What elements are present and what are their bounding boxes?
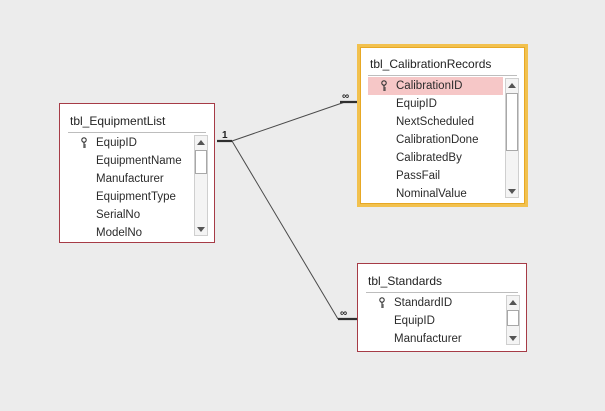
field-equipment-type[interactable]: EquipmentType: [68, 188, 192, 206]
field-equip-id[interactable]: EquipID: [366, 312, 504, 330]
field-pass-fail[interactable]: PassFail: [368, 167, 503, 185]
field-label: Manufacturer: [96, 173, 164, 185]
scroll-up-button[interactable]: [195, 136, 207, 148]
table-standards[interactable]: tbl_Standards StandardID EquipID Manufac…: [357, 263, 527, 352]
table-title-divider: [68, 132, 206, 133]
field-label: CalibrationDone: [396, 134, 479, 146]
field-label: EquipID: [96, 137, 137, 149]
scroll-thumb[interactable]: [506, 93, 518, 151]
field-nominal-value[interactable]: NominalValue: [368, 185, 503, 202]
field-label: StandardID: [394, 297, 453, 309]
key-icon: [381, 80, 387, 91]
field-calibrated-by[interactable]: CalibratedBy: [368, 149, 503, 167]
field-serial-no[interactable]: SerialNo: [68, 206, 192, 224]
scroll-down-button[interactable]: [506, 185, 518, 197]
table-title-divider: [368, 75, 517, 76]
field-list-equipment-list[interactable]: EquipID EquipmentName Manufacturer Equip…: [68, 134, 192, 240]
triangle-up-icon: [197, 139, 205, 145]
field-label: SerialNo: [96, 209, 141, 221]
triangle-down-icon: [508, 188, 516, 194]
field-standard-id[interactable]: StandardID: [366, 294, 504, 312]
scroll-thumb[interactable]: [507, 310, 519, 326]
field-label: EquipmentType: [96, 191, 176, 203]
field-equip-id[interactable]: EquipID: [368, 95, 503, 113]
table-title-divider: [366, 292, 518, 293]
relationship-label-many-calibration: ∞: [342, 91, 349, 102]
table-calibration-records[interactable]: tbl_CalibrationRecords CalibrationID Equ…: [357, 44, 528, 207]
relationship-label-many-standards: ∞: [340, 308, 347, 319]
field-label: CalibrationID: [396, 80, 463, 92]
table-title-standards: tbl_Standards: [368, 274, 443, 288]
field-manufacturer[interactable]: Manufacturer: [68, 170, 192, 188]
field-label: PassFail: [396, 170, 441, 182]
table-title-equipment-list: tbl_EquipmentList: [70, 114, 166, 128]
triangle-down-icon: [509, 335, 517, 341]
field-label: EquipID: [396, 98, 437, 110]
field-model-no[interactable]: ModelNo: [68, 224, 192, 240]
scroll-thumb[interactable]: [195, 150, 207, 174]
table-title-calibration-records: tbl_CalibrationRecords: [370, 57, 492, 71]
field-calibration-id[interactable]: CalibrationID: [368, 77, 503, 95]
field-label: EquipmentName: [96, 155, 182, 167]
vertical-scrollbar[interactable]: [194, 135, 208, 236]
vertical-scrollbar[interactable]: [506, 295, 520, 345]
field-next-scheduled[interactable]: NextScheduled: [368, 113, 503, 131]
field-calibration-done[interactable]: CalibrationDone: [368, 131, 503, 149]
relationship-line-equipment-to-calibration[interactable]: [231, 101, 346, 142]
field-list-calibration-records[interactable]: CalibrationID EquipID NextScheduled Cali…: [368, 77, 503, 202]
triangle-up-icon: [509, 299, 517, 305]
vertical-scrollbar[interactable]: [505, 78, 519, 198]
field-label: Manufacturer: [394, 333, 462, 345]
relationship-line-equipment-to-standards[interactable]: [231, 140, 339, 320]
field-label: CalibratedBy: [396, 152, 462, 164]
scroll-up-button[interactable]: [507, 296, 519, 308]
field-equip-id[interactable]: EquipID: [68, 134, 192, 152]
field-label: ModelNo: [96, 227, 143, 239]
triangle-down-icon: [197, 226, 205, 232]
field-list-standards[interactable]: StandardID EquipID Manufacturer: [366, 294, 504, 349]
key-icon: [379, 297, 385, 308]
relationship-label-one: 1: [222, 130, 228, 141]
scroll-up-button[interactable]: [506, 79, 518, 91]
field-label: EquipID: [394, 315, 435, 327]
scroll-down-button[interactable]: [195, 223, 207, 235]
key-icon: [81, 137, 87, 148]
field-label: NextScheduled: [396, 116, 474, 128]
field-manufacturer[interactable]: Manufacturer: [366, 330, 504, 348]
scroll-down-button[interactable]: [507, 332, 519, 344]
table-equipment-list[interactable]: tbl_EquipmentList EquipID EquipmentName …: [59, 103, 215, 243]
field-equipment-name[interactable]: EquipmentName: [68, 152, 192, 170]
field-label: NominalValue: [396, 188, 467, 200]
triangle-up-icon: [508, 82, 516, 88]
